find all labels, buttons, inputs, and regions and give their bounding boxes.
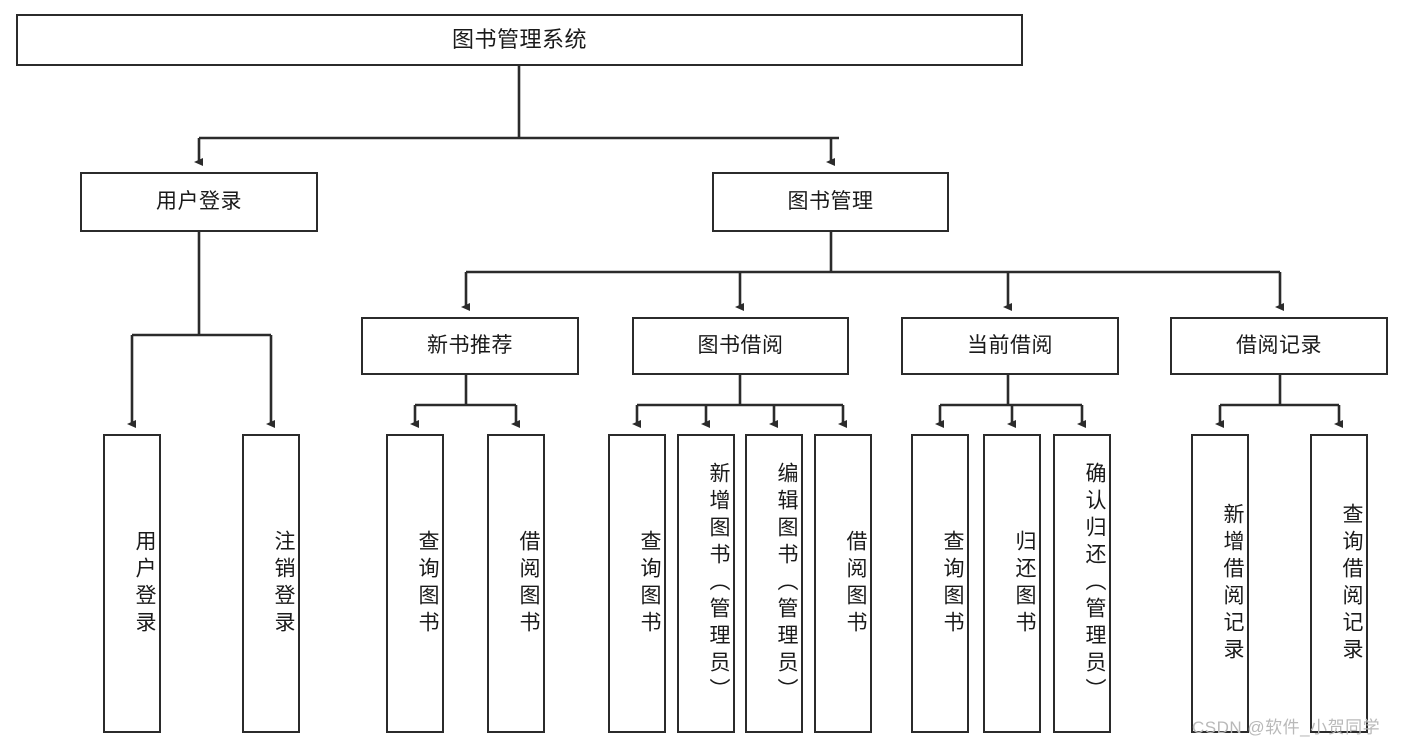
node-leaf-return-book[interactable]: 归还图书 bbox=[983, 434, 1041, 733]
leaf-label: 归还图书 bbox=[1013, 529, 1036, 638]
node-leaf-query-borrow-record[interactable]: 查询借阅记录 bbox=[1310, 434, 1368, 733]
leaf-label: 注销登录 bbox=[272, 529, 295, 638]
node-root[interactable]: 图书管理系统 bbox=[16, 14, 1023, 66]
node-new-book-recommend[interactable]: 新书推荐 bbox=[361, 317, 579, 375]
node-current-borrow[interactable]: 当前借阅 bbox=[901, 317, 1119, 375]
leaf-label: 编辑图书（管理员） bbox=[775, 462, 798, 705]
node-leaf-borrow-book[interactable]: 借阅图书 bbox=[814, 434, 872, 733]
node-borrow-record[interactable]: 借阅记录 bbox=[1170, 317, 1388, 375]
node-leaf-edit-book-admin[interactable]: 编辑图书（管理员） bbox=[745, 434, 803, 733]
node-leaf-add-borrow-record[interactable]: 新增借阅记录 bbox=[1191, 434, 1249, 733]
node-leaf-query-book-recommend[interactable]: 查询图书 bbox=[386, 434, 444, 733]
leaf-label: 确认归还（管理员） bbox=[1083, 462, 1106, 705]
node-leaf-confirm-return-admin[interactable]: 确认归还（管理员） bbox=[1053, 434, 1111, 733]
leaf-label: 查询图书 bbox=[416, 529, 439, 638]
node-user-login[interactable]: 用户登录 bbox=[80, 172, 318, 232]
leaf-label: 新增图书（管理员） bbox=[707, 462, 730, 705]
node-leaf-query-book-borrow[interactable]: 查询图书 bbox=[608, 434, 666, 733]
leaf-label: 查询图书 bbox=[941, 529, 964, 638]
leaf-label: 新增借阅记录 bbox=[1221, 502, 1244, 665]
csdn-watermark: CSDN @软件_小贺同学 bbox=[1192, 718, 1381, 737]
node-leaf-logout[interactable]: 注销登录 bbox=[242, 434, 300, 733]
node-leaf-query-book-current[interactable]: 查询图书 bbox=[911, 434, 969, 733]
leaf-label: 借阅图书 bbox=[844, 529, 867, 638]
node-leaf-add-book-admin[interactable]: 新增图书（管理员） bbox=[677, 434, 735, 733]
node-book-borrow[interactable]: 图书借阅 bbox=[632, 317, 849, 375]
node-book-management[interactable]: 图书管理 bbox=[712, 172, 949, 232]
node-leaf-borrow-book-recommend[interactable]: 借阅图书 bbox=[487, 434, 545, 733]
node-leaf-user-login[interactable]: 用户登录 bbox=[103, 434, 161, 733]
leaf-label: 查询借阅记录 bbox=[1340, 502, 1363, 665]
leaf-label: 借阅图书 bbox=[517, 529, 540, 638]
leaf-label: 查询图书 bbox=[638, 529, 661, 638]
leaf-label: 用户登录 bbox=[133, 529, 156, 638]
